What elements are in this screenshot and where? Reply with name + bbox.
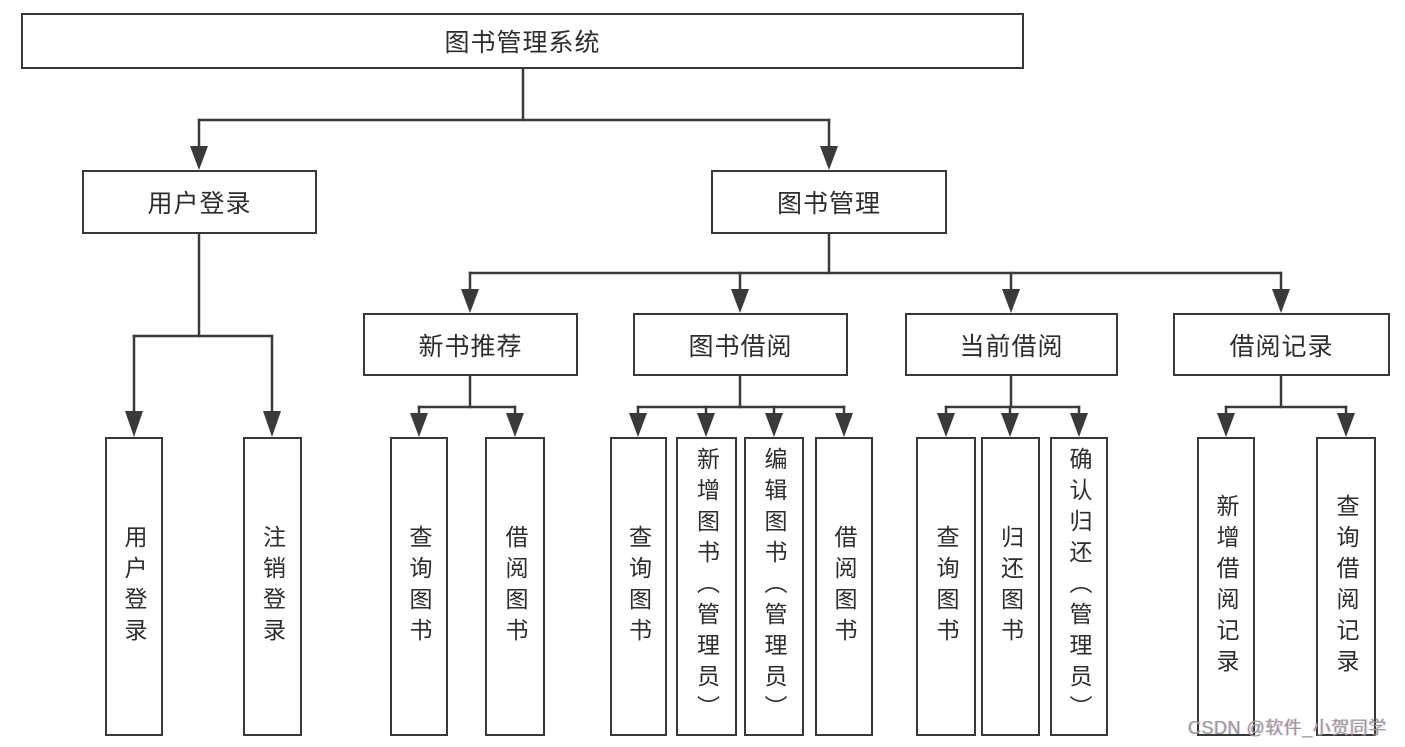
arrow-to-br-add-record: [1217, 405, 1235, 437]
arrow-to-bb-add-books: [697, 405, 715, 437]
leaf-user-login-label: 用户登录: [121, 524, 147, 649]
arrow-to-user-login: [190, 118, 208, 170]
leaf-logout: 注销登录: [243, 437, 302, 736]
arrow-to-bb-query-books: [629, 405, 647, 437]
leaf-nb-borrow-books: 借阅图书: [485, 437, 545, 736]
leaf-bb-borrow-books-label: 借阅图书: [831, 524, 857, 649]
leaf-nb-query-books-label: 查询图书: [406, 524, 432, 649]
leaf-logout-label: 注销登录: [259, 524, 286, 649]
leaf-bb-edit-books-label: 编辑图书（管理员）: [761, 447, 787, 726]
arrow-to-cb-return-books: [1001, 405, 1019, 437]
arrow-to-bb-borrow-books: [835, 405, 853, 437]
node-new-book-recommend: 新书推荐: [363, 313, 578, 376]
node-current-borrowing-label: 当前借阅: [959, 332, 1064, 361]
arrow-to-borrowing-records: [1272, 271, 1290, 313]
node-root: 图书管理系统: [21, 13, 1024, 69]
node-borrowing-records: 借阅记录: [1173, 313, 1390, 376]
arrow-to-leaf-logout: [263, 334, 281, 437]
arrow-to-cb-confirm-return: [1070, 405, 1088, 437]
arrow-to-nb-query-books: [410, 405, 428, 437]
leaf-cb-confirm-return: 确认归还（管理员）: [1050, 437, 1108, 736]
arrow-to-bb-edit-books: [765, 405, 783, 437]
node-user-login-label: 用户登录: [147, 190, 252, 218]
leaf-bb-query-books-label: 查询图书: [625, 524, 652, 649]
leaf-bb-add-books: 新增图书（管理员）: [676, 437, 737, 736]
leaf-cb-query-books: 查询图书: [916, 437, 976, 736]
arrow-to-br-query-record: [1337, 405, 1355, 437]
leaf-cb-return-books: 归还图书: [981, 437, 1040, 736]
node-book-management-label: 图书管理: [776, 190, 881, 218]
arrow-to-cb-query-books: [937, 405, 955, 437]
arrow-to-nb-borrow-books: [506, 405, 524, 437]
leaf-bb-add-books-label: 新增图书（管理员）: [693, 447, 720, 726]
arrow-to-book-management: [820, 118, 838, 170]
node-user-login: 用户登录: [82, 170, 317, 234]
leaf-br-query-record-label: 查询借阅记录: [1333, 493, 1359, 680]
leaf-bb-query-books: 查询图书: [610, 437, 667, 736]
node-root-label: 图书管理系统: [444, 29, 601, 57]
node-book-management: 图书管理: [711, 170, 947, 234]
node-borrowing-records-label: 借阅记录: [1229, 332, 1334, 361]
leaf-user-login: 用户登录: [105, 437, 163, 736]
node-book-borrowing: 图书借阅: [633, 313, 848, 376]
leaf-br-query-record: 查询借阅记录: [1316, 437, 1376, 736]
arrow-to-leaf-user-login: [125, 334, 143, 437]
leaf-br-add-record: 新增借阅记录: [1197, 437, 1255, 736]
arrow-to-current-borrowing: [1002, 271, 1020, 313]
leaf-bb-edit-books: 编辑图书（管理员）: [744, 437, 804, 736]
arrow-to-new-book-recommend: [461, 271, 479, 313]
arrow-to-book-borrowing: [731, 271, 749, 313]
leaf-cb-return-books-label: 归还图书: [997, 524, 1024, 649]
leaf-nb-query-books: 查询图书: [390, 437, 448, 736]
leaf-br-add-record-label: 新增借阅记录: [1213, 493, 1239, 680]
leaf-cb-confirm-return-label: 确认归还（管理员）: [1066, 447, 1092, 726]
leaf-bb-borrow-books: 借阅图书: [815, 437, 873, 736]
csdn-watermark: CSDN @软件_小贺同学: [1188, 718, 1387, 738]
leaf-nb-borrow-books-label: 借阅图书: [502, 524, 528, 649]
node-current-borrowing: 当前借阅: [905, 313, 1118, 376]
leaf-cb-query-books-label: 查询图书: [933, 524, 959, 649]
node-new-book-recommend-label: 新书推荐: [418, 332, 523, 361]
node-book-borrowing-label: 图书借阅: [688, 332, 793, 361]
